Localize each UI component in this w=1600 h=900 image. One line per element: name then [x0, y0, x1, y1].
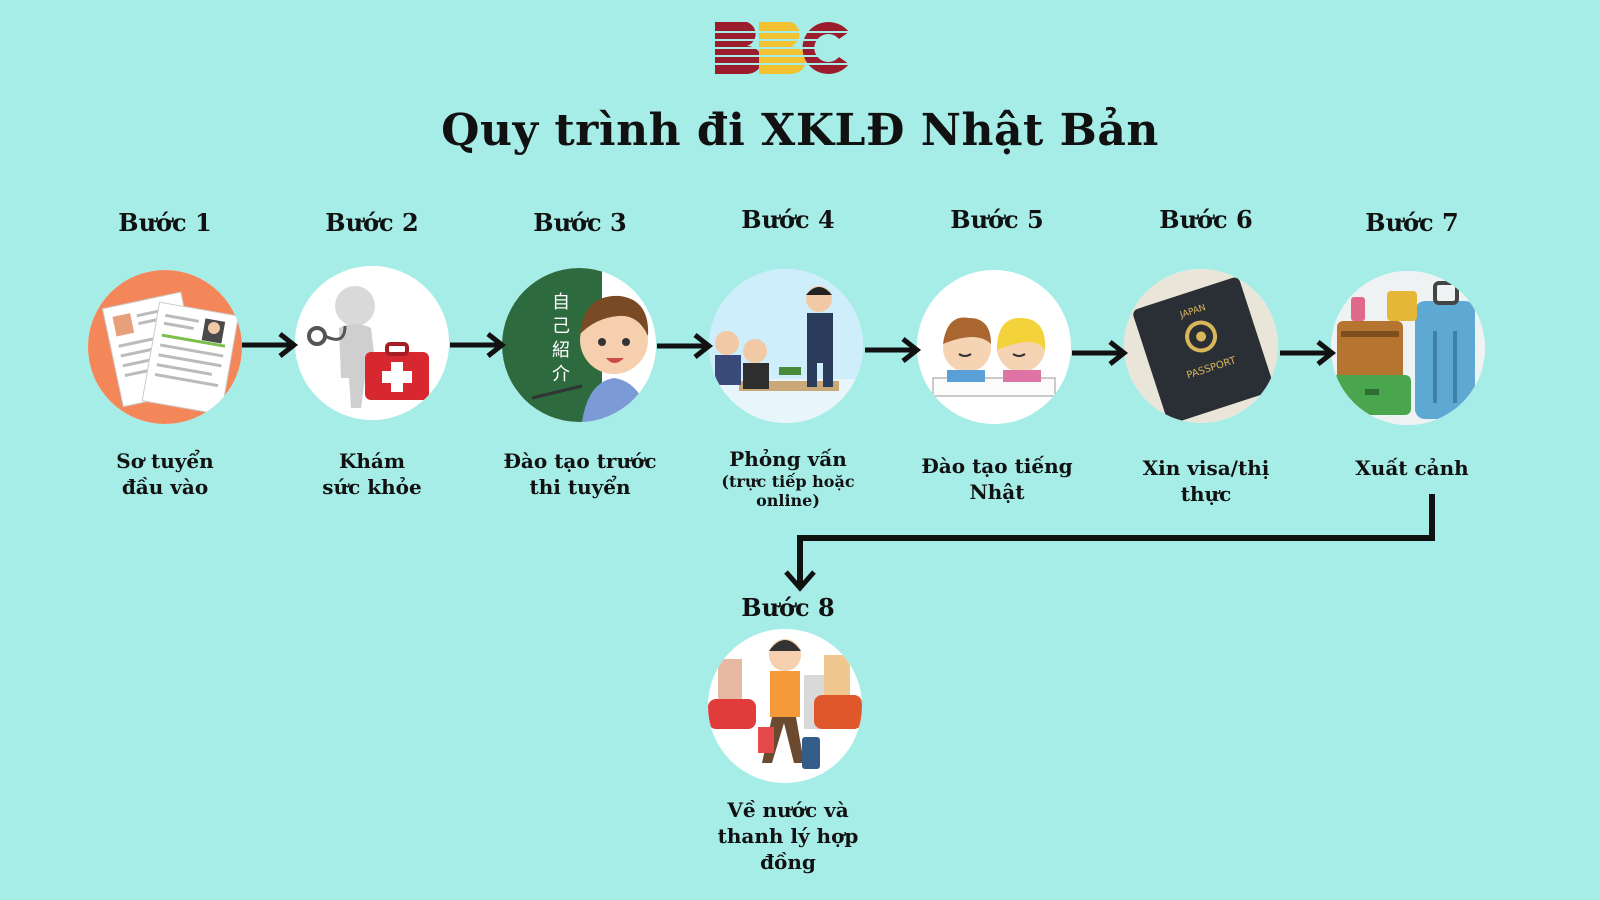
step-8-caption-text: Về nước và thanh lý hợp đồng: [717, 798, 859, 874]
step-8-caption: Về nước và thanh lý hợp đồng: [688, 797, 888, 875]
step-6-label: Bước 6: [1159, 205, 1253, 234]
step-4-label: Bước 4: [741, 205, 835, 234]
bbc-logo: [713, 18, 855, 76]
step-7-caption-text: Xuất cảnh: [1355, 456, 1469, 480]
step-2-caption: Khám sức khỏe: [272, 448, 472, 500]
step-2-caption-text: Khám sức khỏe: [322, 449, 422, 499]
arrow-5-6: [1072, 340, 1129, 366]
arrow-1-2: [242, 332, 299, 358]
step-7-caption: Xuất cảnh: [1332, 455, 1492, 481]
step-1-caption-text: Sơ tuyển đầu vào: [116, 449, 214, 499]
resume-documents-icon: [88, 270, 242, 424]
step-1-label: Bước 1: [118, 208, 212, 237]
blackboard-text: 自己紹介: [552, 292, 570, 385]
step-7-label: Bước 7: [1365, 208, 1459, 237]
step-5-caption: Đào tạo tiếng Nhật: [897, 453, 1097, 505]
students-studying-icon: [917, 270, 1071, 424]
teacher-blackboard-icon: 自己紹介: [502, 268, 656, 422]
arrow-2-3: [450, 332, 507, 358]
step-3-caption-text: Đào tạo trước thi tuyển: [503, 449, 657, 499]
step-5-caption-text: Đào tạo tiếng Nhật: [921, 454, 1073, 504]
step-6-caption-text: Xin visa/thị thực: [1142, 456, 1270, 506]
step-4-caption-text: Phỏng vấn: [729, 447, 847, 471]
arrow-6-7: [1280, 340, 1337, 366]
step-3-label: Bước 3: [533, 208, 627, 237]
step-8-label: Bước 8: [741, 593, 835, 622]
step-6-caption: Xin visa/thị thực: [1106, 455, 1306, 507]
step-4-caption-sub: (trực tiếp hoặc online): [721, 472, 855, 510]
step-4-caption: Phỏng vấn (trực tiếp hoặc online): [688, 446, 888, 510]
arrow-3-4: [657, 333, 714, 359]
step-3-caption: Đào tạo trước thi tuyển: [480, 448, 680, 500]
step-1-caption: Sơ tuyển đầu vào: [65, 448, 265, 500]
page-title: Quy trình đi XKLĐ Nhật Bản: [441, 105, 1159, 156]
passport-icon: JAPAN PASSPORT: [1124, 269, 1278, 423]
step-2-label: Bước 2: [325, 208, 419, 237]
traveler-returning-icon: [708, 629, 862, 783]
luggage-icon: [1331, 271, 1485, 425]
arrow-4-5: [865, 337, 922, 363]
step-5-label: Bước 5: [950, 205, 1044, 234]
medical-checkup-icon: [295, 266, 449, 420]
